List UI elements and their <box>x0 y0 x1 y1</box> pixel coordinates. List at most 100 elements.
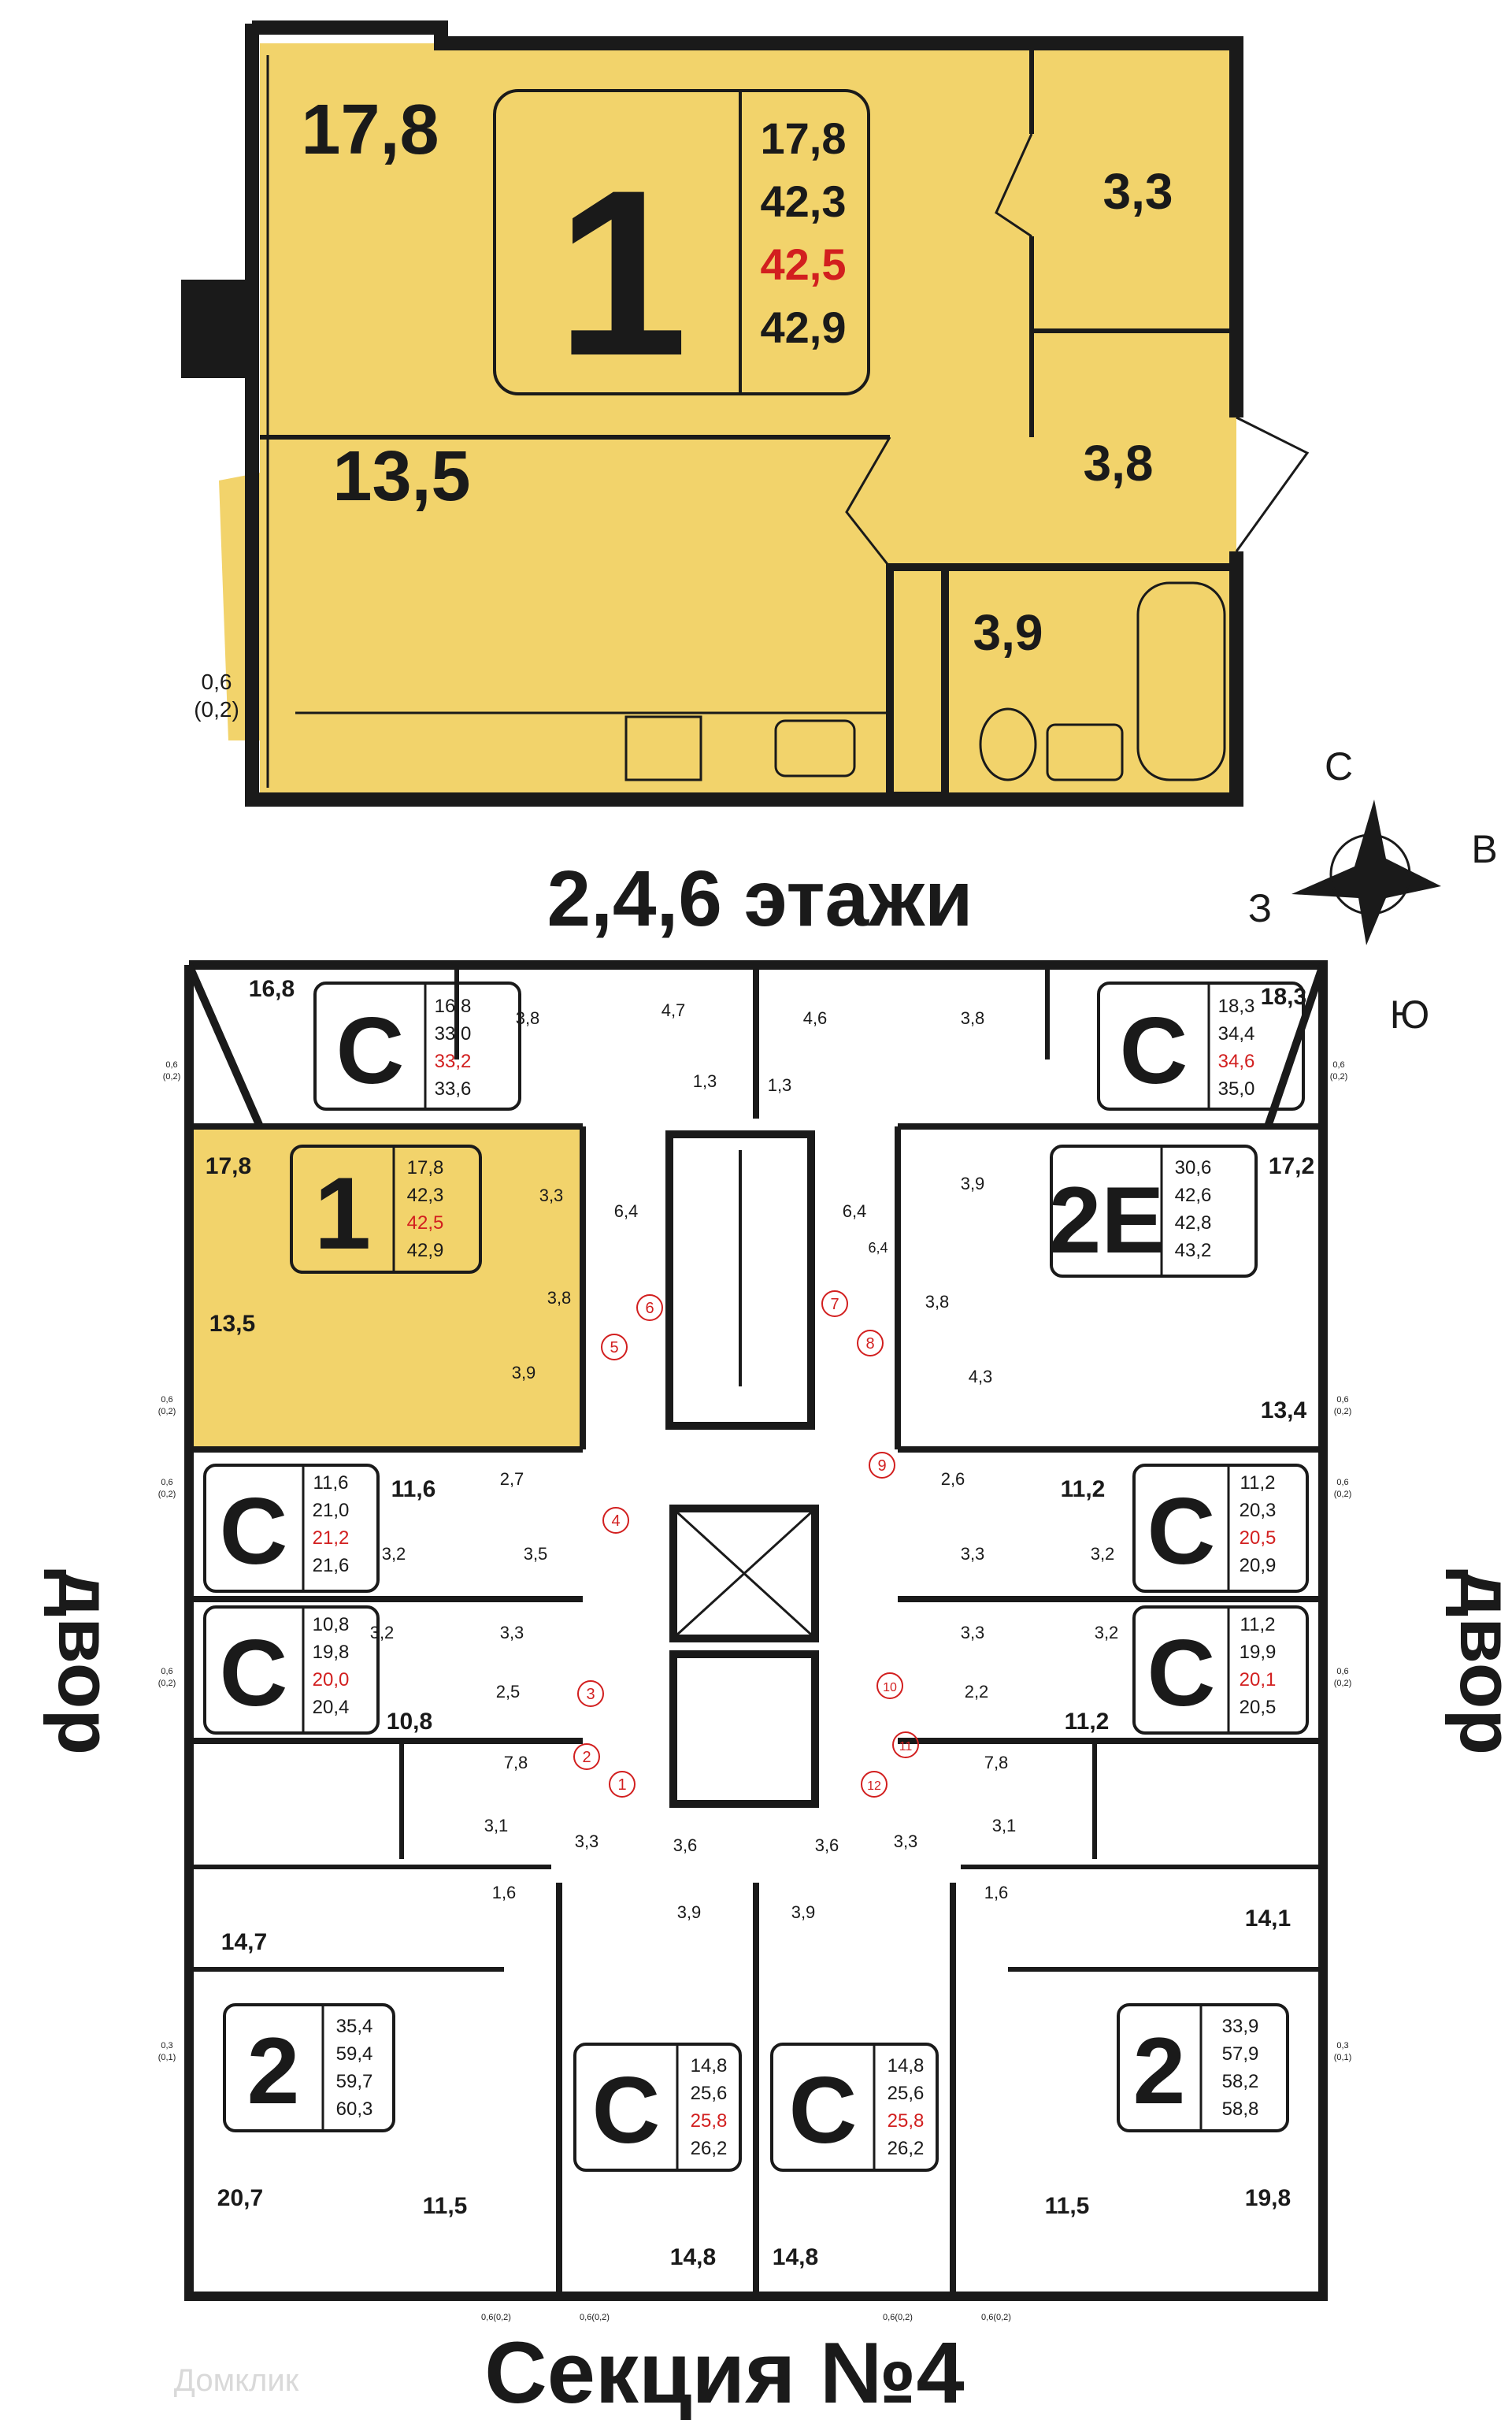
area-e1-2: 42,8 <box>1175 1212 1212 1234</box>
area-e3-0: 11,2 <box>1240 1614 1276 1635</box>
area-sc1-2: 25,8 <box>691 2110 728 2132</box>
marker-12 <box>861 1771 888 1798</box>
marker-8 <box>857 1330 884 1356</box>
nw-hall: 3,8 <box>516 1008 540 1028</box>
marker-2-label: 2 <box>582 1749 591 1766</box>
sw-wc: 1,6 <box>492 1883 517 1902</box>
w1-closet: 3,3 <box>539 1186 564 1205</box>
marker-4-label: 4 <box>611 1512 620 1530</box>
area-se-2: 58,2 <box>1222 2071 1259 2092</box>
balcony-sw-side: 0,3 <box>161 2041 172 2050</box>
w1-hall: 3,8 <box>547 1288 572 1308</box>
area-sc1-1: 25,6 <box>691 2083 728 2104</box>
side-label-right: двор <box>1444 1569 1512 1755</box>
area-e1-0: 30,6 <box>1175 1157 1212 1178</box>
balcony-nw-r: (0,2) <box>163 1072 181 1082</box>
area-ne-1: 34,4 <box>1218 1023 1255 1045</box>
room-se-third: 11,5 <box>1045 2193 1090 2219</box>
unit-type-nw: С <box>336 998 405 1104</box>
area-ne-0: 18,3 <box>1218 996 1255 1017</box>
w2-wc: 3,2 <box>382 1544 406 1564</box>
area-ne-2: 34,6 <box>1218 1051 1255 1072</box>
w2-hall: 2,7 <box>500 1469 524 1489</box>
marker-1-label: 1 <box>617 1776 626 1794</box>
marker-8-label: 8 <box>865 1335 874 1353</box>
unit-type-sw: 2 <box>247 2018 300 2124</box>
e1-hall: 3,8 <box>925 1292 950 1312</box>
top-wall-block <box>181 280 252 378</box>
balcony-sw-side-r: (0,1) <box>158 2053 176 2062</box>
marker-4 <box>602 1507 629 1534</box>
marker-1 <box>609 1771 636 1798</box>
area-e3-1: 19,9 <box>1240 1642 1277 1663</box>
room-e1-second: 13,4 <box>1261 1397 1307 1423</box>
area-nw-1: 33,0 <box>435 1023 472 1045</box>
area-e2-2: 20,5 <box>1240 1527 1277 1549</box>
room-w2-main: 11,6 <box>391 1476 436 1502</box>
vestibule-left: 1,3 <box>693 1071 717 1091</box>
area-ne-3: 35,0 <box>1218 1078 1255 1100</box>
compass-west: З <box>1248 886 1272 930</box>
sw-hall2: 3,3 <box>575 1831 599 1851</box>
corridor-right: 6,4 <box>843 1201 867 1221</box>
top-room-hall: 3,8 <box>1084 435 1154 492</box>
area-se-3: 58,8 <box>1222 2099 1259 2120</box>
badge-e3 <box>1132 1605 1309 1735</box>
top-door-entry <box>1235 416 1310 552</box>
area-e1-1: 42,6 <box>1175 1185 1212 1206</box>
marker-2 <box>573 1743 600 1770</box>
badge-e2 <box>1132 1464 1309 1593</box>
compass-north: С <box>1325 744 1353 789</box>
area-sc2-0: 14,8 <box>888 2055 925 2076</box>
top-area-total-red: 42,5 <box>761 239 847 289</box>
top-bath-sink <box>1046 723 1124 781</box>
marker-7-label: 7 <box>830 1296 839 1313</box>
top-apartment-fill <box>260 43 1236 796</box>
area-sc2-1: 25,6 <box>888 2083 925 2104</box>
area-e2-1: 20,3 <box>1240 1500 1277 1521</box>
areas-e3: 11,2 19,9 20,1 20,5 <box>1240 1614 1277 1718</box>
w3-bath: 3,3 <box>500 1623 524 1642</box>
balcony-w1: 0,6 <box>161 1395 172 1405</box>
area-w1-1: 42,3 <box>407 1185 444 1206</box>
se-hall2: 3,3 <box>894 1831 918 1851</box>
areas-e1: 30,6 42,6 42,8 43,2 <box>1175 1157 1212 1261</box>
top-toilet <box>979 707 1037 781</box>
balcony-bottom-3: 0,6(0,2) <box>883 2313 913 2322</box>
areas-w1: 17,8 42,3 42,5 42,9 <box>407 1157 444 1261</box>
room-w3-main: 10,8 <box>387 1709 432 1735</box>
room-w1-main: 17,8 <box>206 1153 251 1179</box>
top-area-total: 42,3 <box>761 176 847 226</box>
stairwell <box>665 1130 815 1430</box>
marker-9-label: 9 <box>877 1457 886 1475</box>
top-apartment-plan: 1 17,8 42,3 42,5 42,9 17,8 13,5 3,3 3,8 … <box>181 20 1310 807</box>
se-wc: 1,6 <box>984 1883 1009 1902</box>
area-sc2-3: 26,2 <box>888 2138 925 2159</box>
balcony-e2-r: (0,2) <box>1334 1490 1352 1499</box>
areas-e2: 11,2 20,3 20,5 20,9 <box>1240 1472 1277 1576</box>
balcony-e1-r: (0,2) <box>1334 1407 1352 1416</box>
room-sw-third: 11,5 <box>423 2193 468 2219</box>
e1-bath: 4,3 <box>969 1367 993 1386</box>
badge-w3 <box>203 1605 380 1735</box>
area-sw-3: 60,3 <box>336 2099 373 2120</box>
top-door-hall <box>845 436 891 568</box>
top-outer-wall <box>245 24 1243 807</box>
unit-type-e1: 2Е <box>1049 1167 1165 1273</box>
e3-hall: 2,2 <box>965 1682 989 1701</box>
marker-12-label: 12 <box>867 1779 881 1793</box>
top-stove <box>624 715 702 781</box>
door-markers: 1 2 3 4 5 6 7 8 9 10 11 12 <box>573 1290 919 1798</box>
w1-bath: 3,9 <box>512 1363 536 1382</box>
badge-ne <box>1097 982 1305 1111</box>
nw-bath: 4,7 <box>662 1000 686 1020</box>
room-se-main: 14,1 <box>1245 1906 1291 1932</box>
top-apartment-type: 1 <box>557 140 688 405</box>
area-e2-3: 20,9 <box>1240 1555 1277 1576</box>
areas-w3: 10,8 19,8 20,0 20,4 <box>313 1614 350 1718</box>
balcony-bottom-2: 0,6(0,2) <box>580 2313 610 2322</box>
area-se-0: 33,9 <box>1222 2016 1259 2037</box>
room-se-second: 19,8 <box>1245 2185 1291 2211</box>
area-se-1: 57,9 <box>1222 2043 1259 2065</box>
area-w3-3: 20,4 <box>313 1697 350 1718</box>
